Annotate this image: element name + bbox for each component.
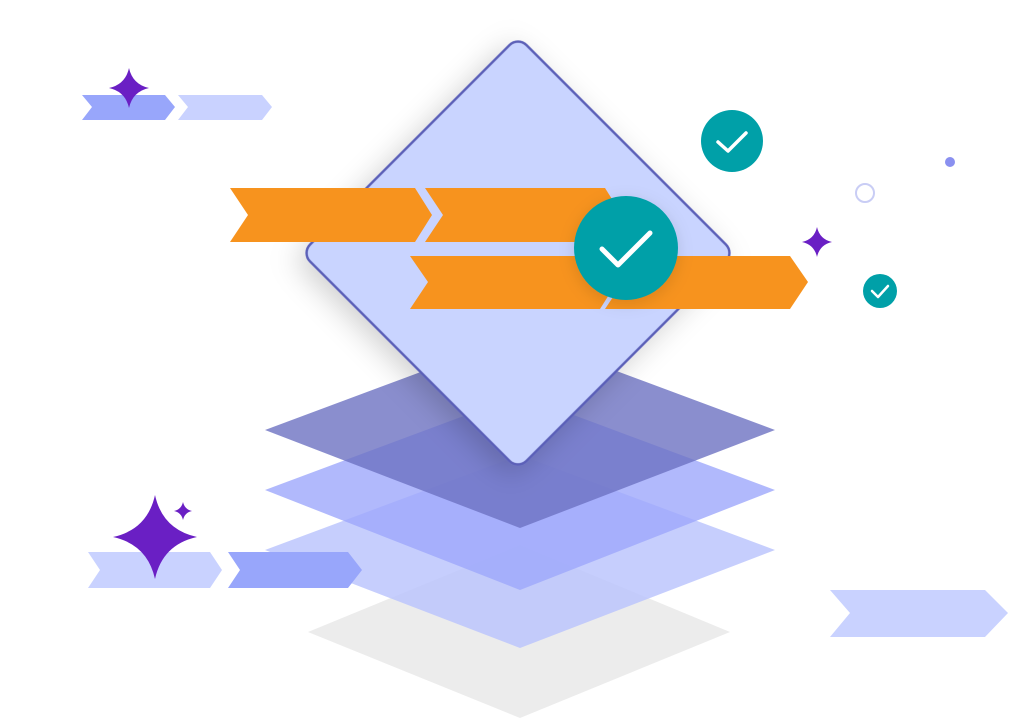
sparkle-icon (113, 495, 197, 579)
check-circle-icon (863, 274, 897, 308)
orange-arrow (230, 188, 432, 242)
sparkle-icon (802, 227, 832, 257)
orange-arrow (410, 256, 617, 309)
chevron-arrow (830, 590, 1008, 637)
orange-arrow (425, 188, 622, 242)
chevron-arrow (228, 552, 362, 588)
diamond-card (305, 40, 731, 466)
check-circle-icon (701, 110, 763, 172)
sparkle-icon (109, 68, 149, 108)
chevron-arrow (178, 95, 272, 120)
check-circle-icon (574, 196, 678, 300)
ring (855, 183, 875, 203)
sparkle-icon (174, 502, 192, 520)
dot (945, 157, 955, 167)
chevron-arrow (82, 95, 175, 120)
